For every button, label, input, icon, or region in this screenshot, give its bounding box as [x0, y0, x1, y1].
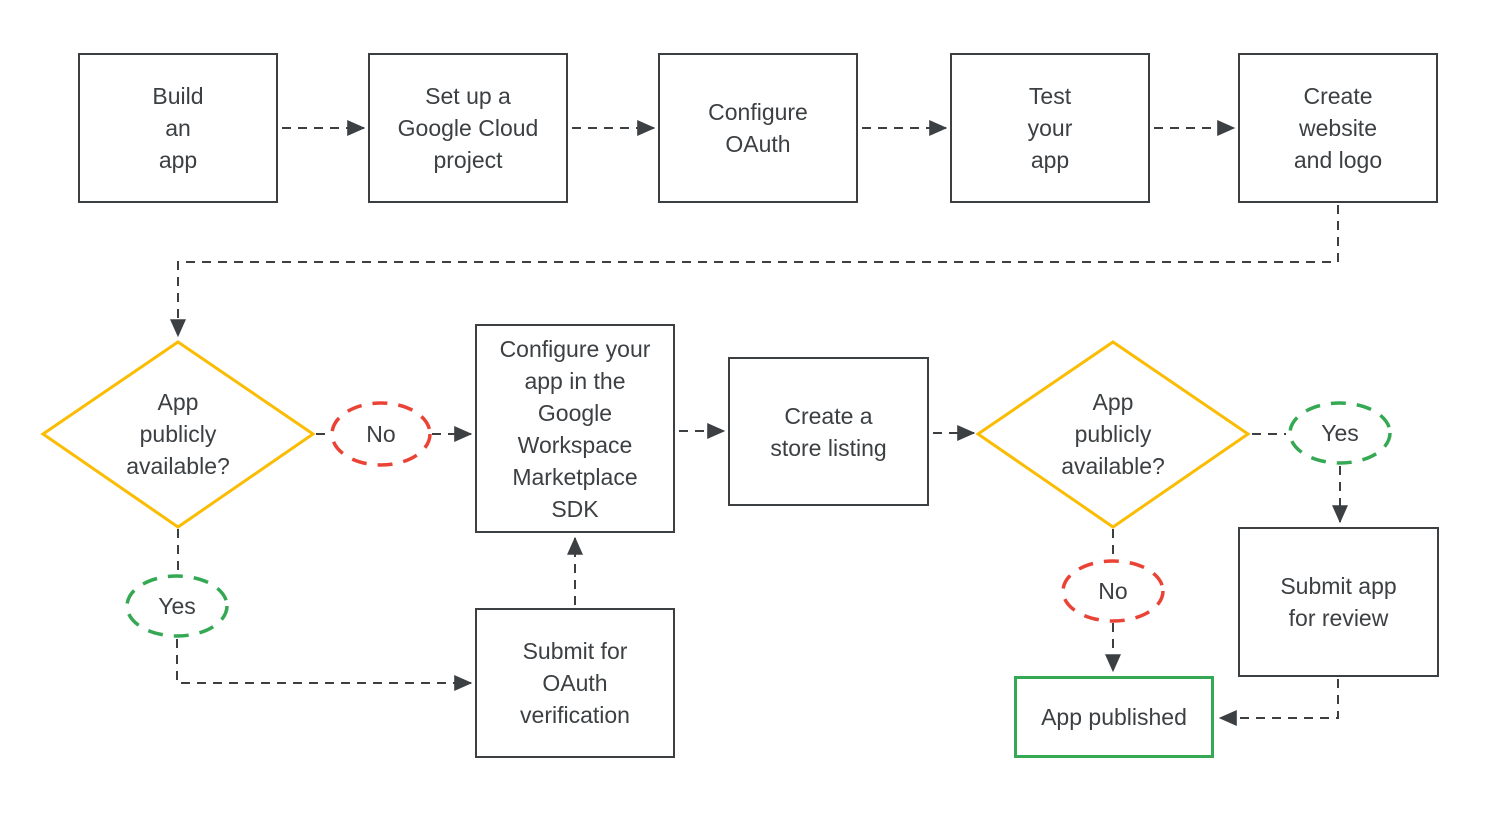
- node-build-an-app: Build an app: [78, 53, 278, 203]
- no2-oval: [1061, 559, 1165, 623]
- node-set-up-google-cloud-project: Set up a Google Cloud project: [368, 53, 568, 203]
- node-submit-for-oauth-verification: Submit for OAuth verification: [475, 608, 675, 758]
- node-create-website-and-logo: Create website and logo: [1238, 53, 1438, 203]
- edge-submit-review-to-published: [1218, 679, 1339, 726]
- yes2-oval: [1288, 401, 1392, 465]
- decision1-label: App publicly available?: [126, 389, 230, 479]
- decision1-diamond: [40, 340, 316, 529]
- no1-oval: [330, 401, 432, 467]
- edge-website-to-decision1: [170, 205, 1339, 338]
- node-test-your-app: Test your app: [950, 53, 1150, 203]
- node-app-published: App published: [1014, 676, 1214, 758]
- node-submit-app-for-review: Submit app for review: [1238, 527, 1439, 677]
- node-configure-oauth: Configure OAuth: [658, 53, 858, 203]
- yes2-label: Yes: [1321, 420, 1359, 446]
- yes1-oval: [125, 574, 229, 638]
- no2-label: No: [1098, 578, 1128, 604]
- node-configure-app-marketplace-sdk: Configure your app in the Google Workspa…: [475, 324, 675, 533]
- node-create-store-listing: Create a store listing: [728, 357, 929, 506]
- edge-yes1-to-submit-oauth: [176, 639, 473, 691]
- decision2-diamond: [975, 340, 1251, 529]
- decision2-label: App publicly available?: [1061, 389, 1165, 479]
- yes1-label: Yes: [158, 593, 196, 619]
- no1-label: No: [366, 421, 396, 447]
